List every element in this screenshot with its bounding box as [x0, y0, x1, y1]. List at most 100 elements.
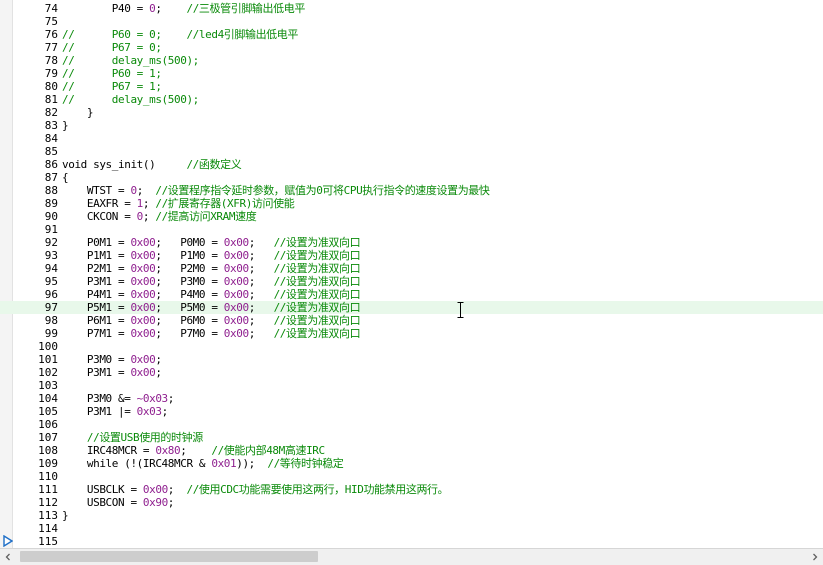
code-number: 0x00: [130, 301, 156, 314]
code-line[interactable]: 96 P4M1 = 0x00; P4M0 = 0x00; //设置为准双向口: [0, 288, 823, 301]
code-line[interactable]: 94 P2M1 = 0x00; P2M0 = 0x00; //设置为准双向口: [0, 262, 823, 275]
code-comment: //三极管引脚输出低电平: [186, 2, 305, 15]
line-number: 107: [38, 431, 58, 444]
line-number: 102: [38, 366, 58, 379]
code-line[interactable]: 103: [0, 379, 823, 392]
code-line[interactable]: 101 P3M0 = 0x00;: [0, 353, 823, 366]
code-line[interactable]: 105 P3M1 |= 0x03;: [0, 405, 823, 418]
code-token: ;: [248, 262, 274, 275]
code-token: ;: [155, 353, 162, 366]
scroll-right-arrow-icon: [813, 553, 818, 561]
code-number: 0: [136, 210, 144, 223]
code-token: P6M1 =: [62, 314, 131, 327]
code-text: P0M1 = 0x00; P0M0 = 0x00; //设置为准双向口: [62, 236, 361, 249]
code-line[interactable]: 79// P60 = 1;: [0, 67, 823, 80]
code-line[interactable]: 81// delay_ms(500);: [0, 93, 823, 106]
code-token: WTST =: [62, 184, 131, 197]
code-line[interactable]: 87 {: [0, 171, 823, 184]
code-line[interactable]: 102 P3M1 = 0x00;: [0, 366, 823, 379]
code-token: USBCLK =: [62, 483, 143, 496]
code-line[interactable]: 95 P3M1 = 0x00; P3M0 = 0x00; //设置为准双向口: [0, 275, 823, 288]
code-line[interactable]: 99 P7M1 = 0x00; P7M0 = 0x00; //设置为准双向口: [0, 327, 823, 340]
code-line[interactable]: 107 //设置USB使用的时钟源: [0, 431, 823, 444]
code-text: EAXFR = 1; //扩展寄存器(XFR)访问使能: [62, 197, 295, 210]
code-line[interactable]: 106: [0, 418, 823, 431]
code-line[interactable]: 88 WTST = 0; //设置程序指令延时参数，赋值为0可将CPU执行指令的…: [0, 184, 823, 197]
scroll-thumb[interactable]: [20, 551, 318, 562]
code-number: ~0x03: [136, 392, 169, 405]
code-line[interactable]: 112 USBCON = 0x90;: [0, 496, 823, 509]
line-number: 108: [38, 444, 58, 457]
code-text: P40 = 0; //三极管引脚输出低电平: [62, 2, 306, 15]
line-number: 96: [44, 288, 58, 301]
code-text: WTST = 0; //设置程序指令延时参数，赋值为0可将CPU执行指令的速度设…: [62, 184, 490, 197]
code-line[interactable]: 90 CKCON = 0; //提高访问XRAM速度: [0, 210, 823, 223]
code-token: P1M1 =: [62, 249, 131, 262]
code-token: }: [62, 106, 94, 119]
code-text: P1M1 = 0x00; P1M0 = 0x00; //设置为准双向口: [62, 249, 361, 262]
code-text: USBCLK = 0x00; //使用CDC功能需要使用这两行，HID功能禁用这…: [62, 483, 449, 496]
horizontal-scrollbar[interactable]: [0, 548, 823, 565]
code-token: ; P1M0 =: [155, 249, 224, 262]
code-line[interactable]: 75: [0, 15, 823, 28]
code-line[interactable]: 97 P5M1 = 0x00; P5M0 = 0x00; //设置为准双向口: [0, 301, 823, 314]
code-line[interactable]: 80// P67 = 1;: [0, 80, 823, 93]
code-comment: //设置为准双向口: [273, 236, 361, 249]
code-line[interactable]: 85: [0, 145, 823, 158]
code-comment: //扩展寄存器(XFR)访问使能: [155, 197, 295, 210]
code-number: 0x00: [142, 483, 168, 496]
code-line[interactable]: 109 while (!(IRC48MCR & 0x01)); //等待时钟稳定: [0, 457, 823, 470]
code-line[interactable]: 93 P1M1 = 0x00; P1M0 = 0x00; //设置为准双向口: [0, 249, 823, 262]
code-line[interactable]: 76// P60 = 0; //led4引脚输出低电平: [0, 28, 823, 41]
code-line[interactable]: 82 }: [0, 106, 823, 119]
code-token: ;: [155, 366, 162, 379]
code-token: EAXFR =: [62, 197, 137, 210]
code-line[interactable]: 91: [0, 223, 823, 236]
code-line[interactable]: 92 P0M1 = 0x00; P0M0 = 0x00; //设置为准双向口: [0, 236, 823, 249]
code-token: ;: [161, 405, 169, 418]
code-text: {: [62, 171, 69, 184]
code-line[interactable]: 100: [0, 340, 823, 353]
line-number: 89: [44, 197, 58, 210]
code-line[interactable]: 78// delay_ms(500);: [0, 54, 823, 67]
code-token: ;: [248, 236, 274, 249]
code-text: P2M1 = 0x00; P2M0 = 0x00; //设置为准双向口: [62, 262, 361, 275]
code-line[interactable]: 98 P6M1 = 0x00; P6M0 = 0x00; //设置为准双向口: [0, 314, 823, 327]
line-number: 92: [44, 236, 58, 249]
code-token: P2M1 =: [62, 262, 131, 275]
code-line[interactable]: 111 USBCLK = 0x00; //使用CDC功能需要使用这两行，HID功…: [0, 483, 823, 496]
line-number: 76: [44, 28, 58, 41]
code-line[interactable]: 113}: [0, 509, 823, 522]
scroll-right-button[interactable]: [807, 549, 823, 565]
code-line[interactable]: 77// P67 = 0;: [0, 41, 823, 54]
line-number: 85: [44, 145, 58, 158]
code-line[interactable]: 83}: [0, 119, 823, 132]
code-line[interactable]: 74 P40 = 0; //三极管引脚输出低电平: [0, 2, 823, 15]
code-line[interactable]: 108 IRC48MCR = 0x80; //使能内部48M高速IRC: [0, 444, 823, 457]
code-line[interactable]: 89 EAXFR = 1; //扩展寄存器(XFR)访问使能: [0, 197, 823, 210]
gutter-margin[interactable]: [0, 0, 13, 548]
line-number: 110: [38, 470, 58, 483]
code-text: // P67 = 0;: [62, 41, 162, 54]
line-number: 113: [38, 509, 58, 522]
code-number: 0x00: [223, 262, 249, 275]
code-text: P6M1 = 0x00; P6M0 = 0x00; //设置为准双向口: [62, 314, 361, 327]
code-comment: //设置为准双向口: [273, 314, 361, 327]
code-number: 0: [149, 2, 156, 15]
code-token: CKCON =: [62, 210, 137, 223]
code-text: // delay_ms(500);: [62, 93, 199, 106]
code-line[interactable]: 84: [0, 132, 823, 145]
code-text: P3M1 = 0x00; P3M0 = 0x00; //设置为准双向口: [62, 275, 361, 288]
code-line[interactable]: 115: [0, 535, 823, 548]
code-line[interactable]: 104 P3M0 &= ~0x03;: [0, 392, 823, 405]
code-token: P5M1 =: [62, 301, 131, 314]
code-line[interactable]: 114: [0, 522, 823, 535]
text-cursor-icon: [457, 302, 464, 318]
line-number: 87: [44, 171, 58, 184]
code-line[interactable]: 110: [0, 470, 823, 483]
line-number: 94: [44, 262, 58, 275]
scroll-left-button[interactable]: [0, 549, 16, 565]
